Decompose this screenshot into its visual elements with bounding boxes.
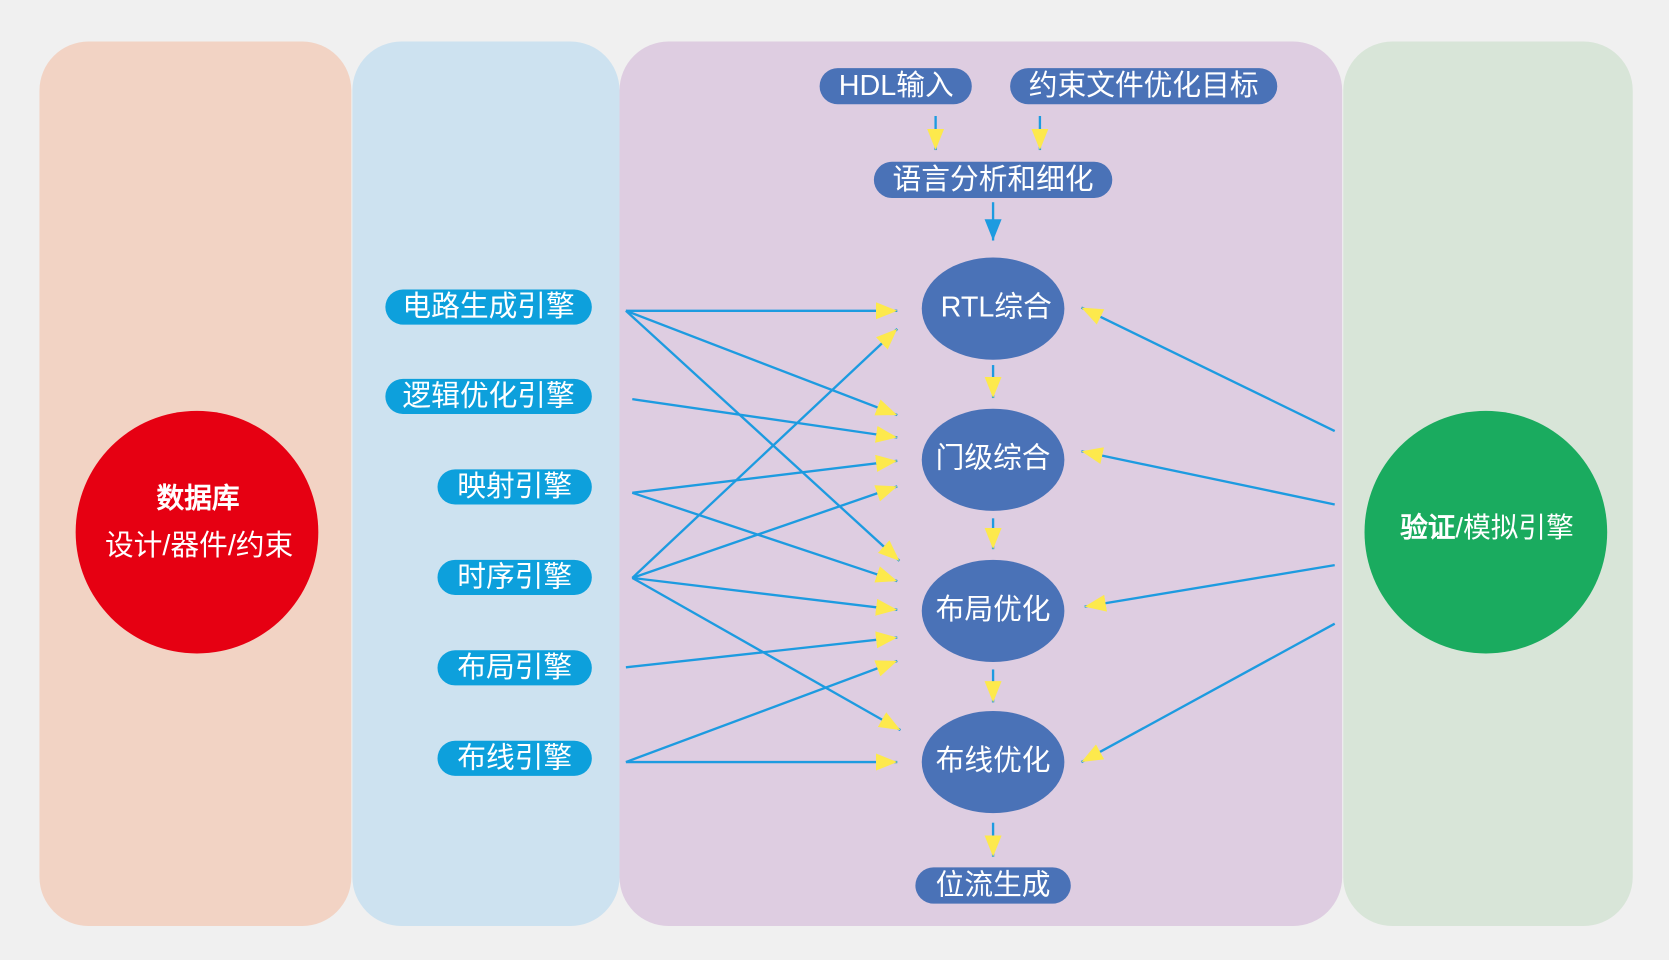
database-subtitle: 设计/器件/约束 [105, 530, 293, 562]
verification-circle [1364, 410, 1608, 654]
arrow-timing-to-gate [631, 485, 898, 580]
arrow-placement-engine-to-placement [625, 631, 898, 669]
engine-logic-optimization: 逻辑优化引擎 [385, 378, 592, 415]
input-hdl-label: HDL输入 [839, 70, 954, 102]
engine-circuit-generation: 电路生成引擎 [385, 289, 592, 325]
flow-bitstream-label: 位流生成 [936, 869, 1051, 901]
arrow-verification-to-gate [1081, 447, 1335, 506]
engine-pill [437, 469, 592, 505]
arrow-timing-to-placement [632, 576, 898, 616]
engine-routing: 布线引擎 [437, 740, 592, 776]
arrow-timing-to-rtl [631, 328, 899, 579]
database-title: 数据库 [157, 483, 240, 514]
engine-label: 映射引擎 [457, 471, 572, 503]
verification-arrows [1080, 306, 1336, 764]
flow-gate-synthesis-label: 门级综合 [936, 443, 1051, 475]
database-node: 数据库 设计/器件/约束 [75, 410, 319, 654]
flow-gate-synthesis: 门级综合 [921, 408, 1065, 511]
flow-ellipse [921, 710, 1065, 814]
engine-pill [385, 378, 592, 415]
flow-rtl-synthesis-label: RTL综合 [941, 292, 1052, 324]
verification-node: 验证/模拟引擎 [1364, 410, 1608, 654]
input-constraints-label: 约束文件优化目标 [1029, 70, 1259, 102]
verification-emphasis: 验证 [1400, 511, 1456, 542]
flow-pill [819, 68, 972, 105]
engine-label: 电路生成引擎 [402, 291, 574, 323]
engine-mapping: 映射引擎 [437, 469, 592, 505]
engine-timing: 时序引擎 [437, 559, 592, 595]
verification-rest: /模拟引擎 [1455, 511, 1573, 542]
engine-label: 布局引擎 [457, 652, 572, 684]
flow-arrows [927, 116, 1049, 857]
arrow-logic-opt-to-gate [632, 397, 898, 443]
flow-pill [873, 161, 1113, 198]
flow-ellipse [921, 408, 1065, 511]
arrow-mapping-to-gate [632, 454, 898, 494]
flow-ellipse [921, 257, 1065, 360]
engine-pill [437, 650, 592, 686]
flow-bitstream: 位流生成 [915, 867, 1071, 904]
engine-pill [437, 740, 592, 776]
arrow-circuit-gen-to-placement [625, 309, 901, 562]
input-constraints: 约束文件优化目标 [1010, 68, 1278, 105]
arrow-mapping-to-placement [631, 491, 898, 583]
database-circle [75, 410, 319, 654]
flow-pill [915, 867, 1071, 904]
flow-elaboration: 语言分析和细化 [873, 161, 1113, 198]
flow-placement: 布局优化 [921, 559, 1065, 662]
engine-pill [385, 289, 592, 325]
input-hdl: HDL输入 [819, 68, 972, 105]
verification-label: 验证/模拟引擎 [1400, 511, 1574, 542]
arrow-verification-to-routing [1080, 622, 1336, 764]
engine-placement: 布局引擎 [437, 650, 592, 686]
arrow-circuit-gen-to-gate [625, 309, 898, 417]
flow-routing-label: 布线优化 [936, 745, 1051, 777]
arrow-verification-to-placement [1084, 563, 1335, 612]
arrow-verification-to-rtl [1080, 306, 1336, 433]
arrow-timing-to-routing [631, 576, 902, 732]
flow-placement-label: 布局优化 [936, 594, 1051, 626]
flow-ellipse [921, 559, 1065, 662]
engine-pill [437, 559, 592, 595]
engine-label: 逻辑优化引擎 [402, 380, 574, 412]
flow-pill [1010, 68, 1278, 105]
flow-routing: 布线优化 [921, 710, 1065, 814]
arrow-routing-engine-to-placement [625, 659, 898, 764]
flow-elaboration-label: 语言分析和细化 [893, 164, 1094, 196]
engine-label: 时序引擎 [457, 561, 572, 593]
engine-label: 布线引擎 [457, 742, 572, 774]
engine-arrows [625, 302, 902, 771]
flow-rtl-synthesis: RTL综合 [921, 257, 1065, 360]
